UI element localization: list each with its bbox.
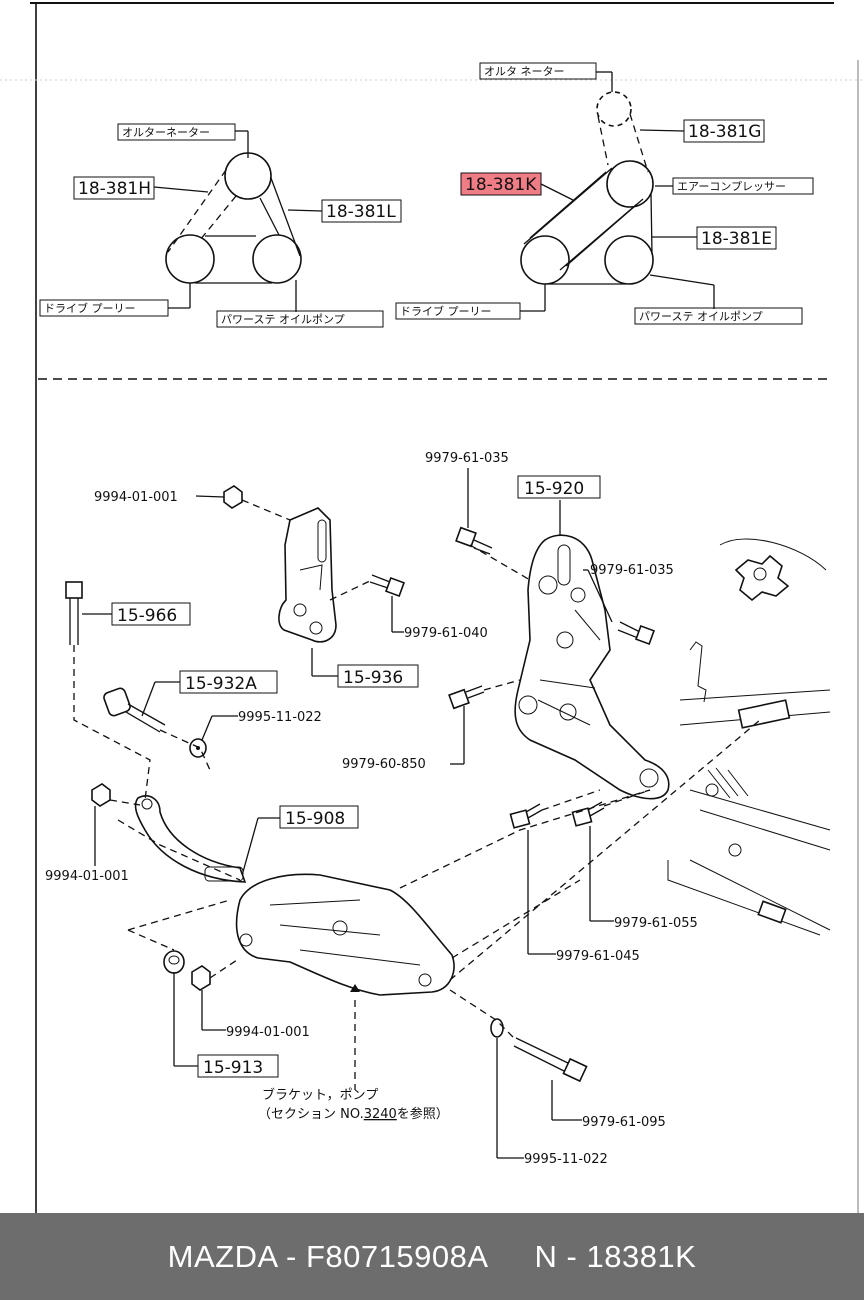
belt-diagram-right <box>520 71 715 312</box>
nut-9994-01-001-top <box>223 485 243 509</box>
collar-15-913 <box>163 950 185 974</box>
footer-part-code: N - 18381K <box>534 1238 697 1274</box>
label-9979-61-055: 9979-61-055 <box>614 916 698 931</box>
label-9995-11-022-mid: 9995-11-022 <box>238 710 322 725</box>
alternator-label-left: オルターネーター <box>122 126 210 139</box>
belt-labels-right: オルタ ネーター 18-381G 18-381K エアーコンプレッサー 18-3… <box>395 62 814 325</box>
label-9994-01-001-top: 9994-01-001 <box>94 490 178 505</box>
bolt-15-932a <box>103 687 166 733</box>
parts-diagram: オルターネーター 18-381H 18-381L ドライブ プーリー パワーステ… <box>0 2 864 1213</box>
belt-18-381k-label: 18-381K <box>465 175 537 195</box>
belt-18-381h-label: 18-381H <box>78 179 151 199</box>
bolt-9979-61-045 <box>509 803 543 829</box>
label-9994-01-001-bottom: 9994-01-001 <box>226 1025 310 1040</box>
label-9979-60-850: 9979-60-850 <box>342 757 426 772</box>
note-section-number: 3240 <box>364 1107 397 1122</box>
footer-oem-number: MAZDA - F80715908A <box>167 1238 489 1274</box>
ps-pump-label-right: パワーステ オイルポンプ <box>639 310 763 323</box>
belt-18-381l-label: 18-381L <box>326 202 396 222</box>
bolt-9979-61-040 <box>369 574 405 597</box>
label-9994-01-001-left: 9994-01-001 <box>45 869 129 884</box>
note-prefix: （セクション NO. <box>258 1107 364 1122</box>
bolt-9979-60-850 <box>448 685 485 710</box>
label-15-913: 15-913 <box>203 1058 263 1078</box>
label-15-920: 15-920 <box>524 479 584 499</box>
label-15-936: 15-936 <box>343 668 403 688</box>
washer-9995-11-022-bottom <box>490 1018 504 1038</box>
label-9979-61-040: 9979-61-040 <box>404 626 488 641</box>
label-9979-61-035-top: 9979-61-035 <box>425 451 509 466</box>
belt-diagram-left <box>153 130 323 312</box>
nut-9994-01-001-left <box>91 783 111 807</box>
drive-pulley-label-right: ドライブ プーリー <box>400 304 492 318</box>
bolt-15-966 <box>65 581 83 645</box>
bracket-assembly-drawing <box>65 468 831 1159</box>
bolt-9979-61-035-right <box>617 621 655 645</box>
note-line2: （セクション NO.3240を参照） <box>258 1106 449 1122</box>
note-suffix: を参照） <box>397 1106 449 1122</box>
part-number-footer: MAZDA - F80715908A N - 18381K <box>0 1213 864 1300</box>
belt-labels-left: オルターネーター 18-381H 18-381L ドライブ プーリー パワーステ… <box>39 123 402 328</box>
label-15-908: 15-908 <box>285 809 345 829</box>
belt-18-381g-label: 18-381G <box>688 122 761 142</box>
bolt-9979-61-035-top <box>455 526 493 555</box>
label-9979-61-035-right: 9979-61-035 <box>590 563 674 578</box>
label-9995-11-022-bottom: 9995-11-022 <box>524 1152 608 1167</box>
label-15-932a: 15-932A <box>185 674 257 694</box>
highlight-18-381k <box>460 172 542 196</box>
air-compressor-label: エアーコンプレッサー <box>677 180 786 193</box>
alternator-label-right: オルタ ネーター <box>484 65 565 78</box>
label-15-966: 15-966 <box>117 606 177 626</box>
part-labels: 9979-61-035 15-920 9994-01-001 9979-61-0… <box>45 451 698 1167</box>
belt-18-381e-label: 18-381E <box>701 229 772 249</box>
note-line1: ブラケット，ポンプ <box>262 1087 378 1103</box>
washer-9995-11-022-mid <box>189 738 207 758</box>
ps-pump-label-left: パワーステ オイルポンプ <box>221 313 345 326</box>
nut-9994-01-001-bottom <box>191 965 211 991</box>
label-9979-61-095: 9979-61-095 <box>582 1115 666 1130</box>
drive-pulley-label-left: ドライブ プーリー <box>44 301 136 315</box>
section-reference-note: ブラケット，ポンプ （セクション NO.3240を参照） <box>258 1087 449 1122</box>
label-9979-61-045: 9979-61-045 <box>556 949 640 964</box>
bolt-9979-61-095 <box>513 1037 588 1083</box>
